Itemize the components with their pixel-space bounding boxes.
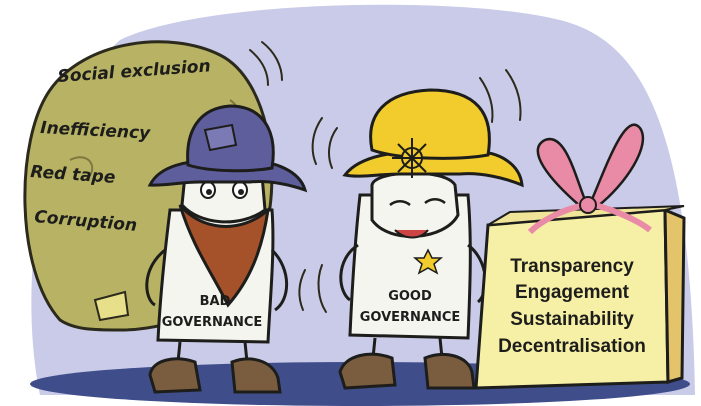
gift-label-4: Decentralisation <box>498 336 646 357</box>
bad-boot-left <box>148 357 202 394</box>
gift-box-side <box>663 207 686 384</box>
badge-star-icon <box>412 248 444 275</box>
bad-shirt-line-2: GOVERNANCE <box>162 315 263 330</box>
gift-label-1: Transparency <box>510 256 634 277</box>
bad-boot-right <box>230 357 282 394</box>
sheriff-star-icon <box>392 138 432 178</box>
good-hat-crown <box>369 88 491 160</box>
ribbon-knot <box>579 196 597 214</box>
ribbon-loop-left <box>536 137 587 208</box>
gift-label-3: Sustainability <box>510 309 634 330</box>
good-boot-left <box>338 352 397 390</box>
bad-shirt-line-1: BAD <box>200 294 231 309</box>
motion-lines <box>249 41 522 313</box>
bandana <box>178 204 271 308</box>
gift-label-2: Engagement <box>515 282 630 303</box>
good-shirt-line-2: GOVERNANCE <box>360 310 461 325</box>
bad-governance-character: BAD GOVERNANCE <box>145 104 308 394</box>
good-shirt-line-1: GOOD <box>388 289 432 304</box>
ribbon-loop-right <box>588 123 645 208</box>
gift-box: Transparency Engagement Sustainability D… <box>474 123 686 390</box>
good-boot-right <box>423 353 476 390</box>
